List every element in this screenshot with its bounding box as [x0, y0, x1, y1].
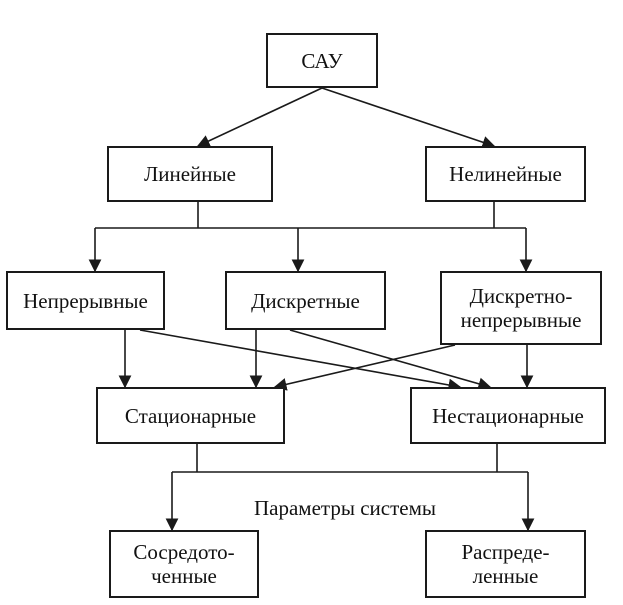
node-nonlinear: Нелинейные: [425, 146, 586, 202]
node-discrete: Дискретные: [225, 271, 386, 330]
node-nonlinear-label: Нелинейные: [449, 162, 562, 186]
edge-sau-linear: [196, 87, 323, 147]
node-lumped-label: Сосредото- ченные: [133, 540, 235, 588]
node-distributed-label: Распреде- ленные: [461, 540, 550, 588]
label-system-parameters: Параметры системы: [254, 496, 436, 520]
node-lumped: Сосредото- ченные: [109, 530, 259, 598]
edge-discrete-nonstationary: [289, 329, 492, 390]
node-distributed: Распреде- ленные: [425, 530, 586, 598]
edge-continuous-nonstationary: [139, 329, 462, 392]
node-discrete-continuous: Дискретно- непрерывные: [440, 271, 602, 345]
edge-sau-nonlinear: [321, 87, 496, 149]
node-linear-label: Линейные: [144, 162, 236, 186]
node-discrete-continuous-label: Дискретно- непрерывные: [460, 284, 582, 332]
node-stationary: Стационарные: [96, 387, 285, 444]
node-stationary-label: Стационарные: [124, 403, 257, 428]
node-discrete-label: Дискретные: [251, 288, 360, 313]
node-sau-label: САУ: [301, 48, 343, 73]
node-continuous: Непрерывные: [6, 271, 165, 330]
node-linear: Линейные: [107, 146, 273, 202]
edge-dc-stationary: [273, 344, 456, 391]
node-nonstationary-label: Нестационарные: [432, 403, 584, 428]
node-nonstationary: Нестационарные: [410, 387, 606, 444]
node-sau: САУ: [266, 33, 378, 88]
node-continuous-label: Непрерывные: [23, 288, 148, 313]
